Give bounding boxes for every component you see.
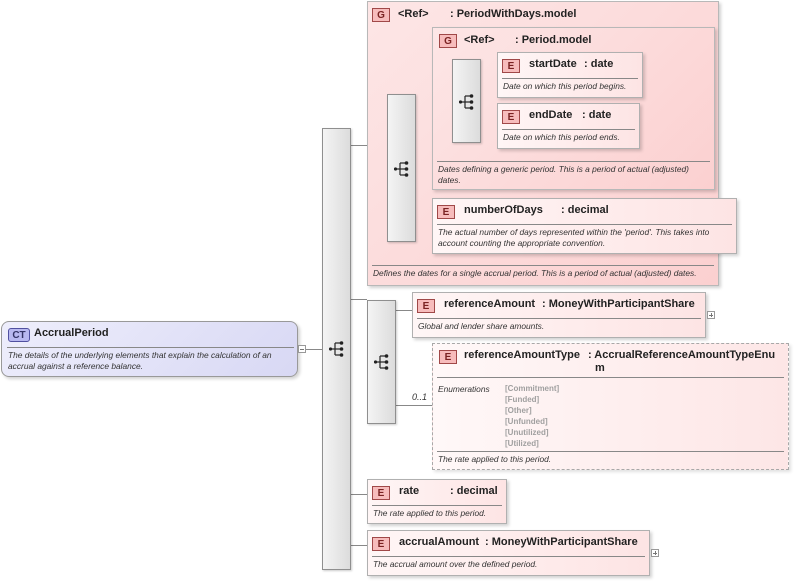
element-name: endDate [529,109,573,121]
reference-amount-type-element[interactable]: E referenceAmountType : AccrualReference… [432,343,789,470]
complex-type-name: AccrualPeriod [34,327,109,339]
connector-main-to-group [351,145,369,146]
element-badge: E [437,205,455,219]
separator [7,347,294,348]
connector-main-to-subsequence [351,299,367,300]
element-type: : MoneyWithParticipantShare [542,298,695,310]
enum-value: [Unfunded] [505,417,548,426]
element-badge: E [372,486,390,500]
separator [437,377,784,378]
separator [437,224,732,225]
enumerations-label: Enumerations [438,384,490,394]
accrual-amount-element[interactable]: E accrualAmount : MoneyWithParticipantSh… [367,530,650,576]
group-name: : Period.model [515,34,592,46]
connector-main-to-rate [351,494,367,495]
separator [502,129,635,130]
separator [437,451,784,452]
element-badge: E [439,350,457,364]
main-sequence-compositor[interactable] [322,128,351,570]
element-doc: Date on which this period begins. [503,81,627,91]
period-sequence-compositor[interactable] [452,59,481,143]
connector-main-to-accrual-amount [351,545,367,546]
group-doc: Dates defining a generic period. This is… [438,164,689,185]
sequence-icon [394,161,409,177]
element-type: : decimal [450,485,498,497]
number-of-days-element[interactable]: E numberOfDays : decimal The actual numb… [432,198,737,254]
separator [437,161,710,162]
collapse-toggle[interactable] [298,345,306,353]
element-name: startDate [529,58,577,70]
element-name: referenceAmountType [464,349,580,361]
element-doc: Date on which this period ends. [503,132,620,142]
element-name: numberOfDays [464,204,543,216]
element-doc: The rate applied to this period. [373,508,487,518]
enum-value: [Utilized] [505,439,539,448]
separator [502,78,638,79]
connector-subseq-to-reference-amount-type [396,405,432,406]
group-name: : PeriodWithDays.model [450,8,577,20]
enum-value: [Unutilized] [505,428,549,437]
sequence-icon [459,94,474,110]
occurrence-label: 0..1 [412,392,428,402]
element-type-line1: : AccrualReferenceAmountTypeEnu [588,349,776,361]
element-name: referenceAmount [444,298,536,310]
separator [417,318,701,319]
enum-value: [Commitment] [505,384,560,393]
element-type-line2: m [595,362,605,374]
element-badge: E [417,299,435,313]
element-badge: E [502,59,520,73]
element-type: : decimal [561,204,609,216]
group-badge: G [439,34,457,48]
accrual-period-complex-type[interactable]: CT AccrualPeriod The details of the unde… [1,321,298,377]
enum-value: [Other] [505,406,532,415]
expand-toggle[interactable] [651,549,659,557]
element-badge: E [372,537,390,551]
reference-amount-element[interactable]: E referenceAmount : MoneyWithParticipant… [412,292,706,338]
element-doc: Global and lender share amounts. [418,321,545,331]
separator [372,265,714,266]
expand-toggle[interactable] [707,311,715,319]
element-badge: E [502,110,520,124]
enum-value: [Funded] [505,395,540,404]
element-name: accrualAmount [399,536,480,548]
element-type: : date [584,58,614,70]
group-sequence-compositor[interactable] [387,94,416,242]
element-doc: The rate applied to this period. [438,454,552,464]
group-ref: <Ref> [398,8,429,20]
connector-subseq-to-reference-amount [396,310,412,311]
element-doc: The accrual amount over the defined peri… [373,559,538,569]
group-badge: G [372,8,390,22]
element-type: : MoneyWithParticipantShare [485,536,638,548]
complex-type-badge: CT [8,328,30,342]
end-date-element[interactable]: E endDate : date Date on which this peri… [497,103,640,149]
sequence-icon [374,354,389,370]
separator [372,505,502,506]
connector-root-to-sequence [306,349,322,350]
start-date-element[interactable]: E startDate : date Date on which this pe… [497,52,643,98]
element-type: : date [582,109,612,121]
complex-type-doc: The details of the underlying elements t… [8,350,272,371]
sequence-icon [329,341,344,357]
separator [372,556,645,557]
group-ref: <Ref> [464,34,495,46]
reference-sequence-compositor[interactable] [367,300,396,424]
rate-element[interactable]: E rate : decimal The rate applied to thi… [367,479,507,524]
element-doc: The actual number of days represented wi… [438,227,710,248]
group-doc: Defines the dates for a single accrual p… [373,268,697,278]
element-name: rate [399,485,420,497]
